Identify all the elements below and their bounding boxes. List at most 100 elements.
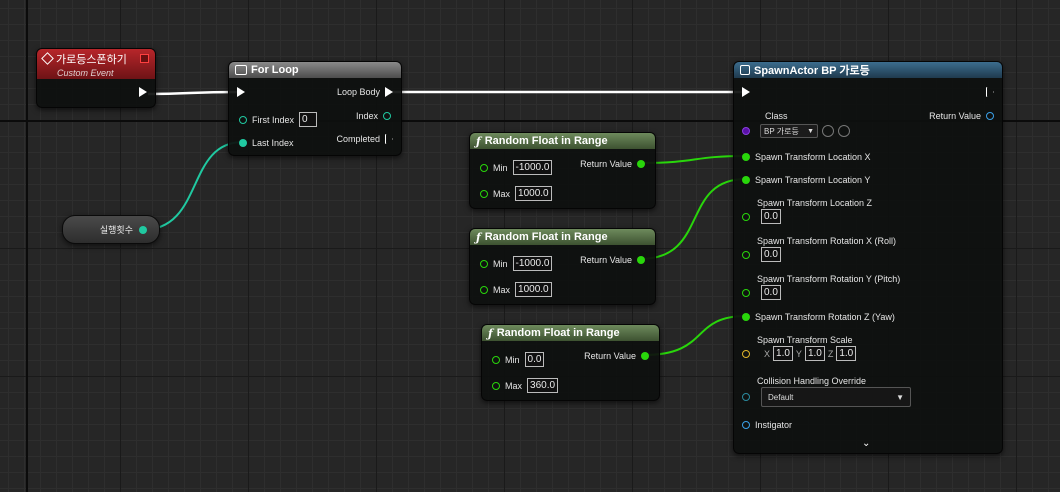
min-pin[interactable]: Min -1000.0 [480,160,553,175]
float-pin-icon[interactable] [742,153,750,161]
float-pin-icon[interactable] [492,355,500,364]
max-pin[interactable]: Max 360.0 [492,378,559,393]
object-pin-icon[interactable] [986,112,994,120]
event-exec-out[interactable] [139,87,147,97]
class-pin-icon[interactable] [742,127,750,135]
float-pin-icon[interactable] [742,313,750,321]
min-input[interactable]: -1000.0 [512,256,553,271]
min-input[interactable]: -1000.0 [512,160,553,175]
scale-pin[interactable]: Spawn Transform Scale X 1.0 Y 1.0 Z 1.0 [742,335,858,361]
last-index-pin[interactable]: Last Index [239,138,299,148]
exec-out-pin-icon[interactable] [385,87,393,97]
int-pin-icon[interactable] [239,115,247,124]
scale-z-input[interactable]: 1.0 [836,346,857,361]
max-input[interactable]: 360.0 [527,378,559,393]
float-pin-icon[interactable] [742,212,750,221]
exec-in-pin-icon[interactable] [237,87,245,97]
max-label: Max [493,188,511,199]
spawn-exec-out[interactable] [986,87,994,97]
chevron-down-icon: ▼ [807,127,814,135]
return-value-pin[interactable]: Return Value [575,159,645,169]
max-input[interactable]: 1000.0 [515,282,552,297]
float-pin-icon[interactable] [480,259,488,268]
macro-icon [235,65,247,75]
exec-out-pin-icon[interactable] [139,87,147,97]
return-value-pin[interactable]: Return Value [924,111,994,121]
spawn-icon [740,65,750,75]
random-float-node-1[interactable]: ƒ Random Float in Range Min -1000.0 Max … [469,132,656,209]
float-pin-icon[interactable] [480,285,488,294]
event-diamond-icon [41,52,54,65]
exec-in-pin-icon[interactable] [742,87,750,97]
spawn-actor-node[interactable]: SpawnActor BP 가로등 Class BP 가로등 ▼ Return … [733,61,1003,454]
return-value-label: Return Value [580,255,632,265]
browse-icon[interactable] [822,125,834,137]
completed-pin[interactable]: Completed [331,134,393,144]
first-index-input[interactable]: 0 [299,112,318,127]
event-delegate-icon[interactable] [140,54,149,63]
random-float-title: Random Float in Range [496,327,620,339]
rot-y-input[interactable]: 0.0 [761,285,781,300]
random-float-node-3[interactable]: ƒ Random Float in Range Min 0.0 Max 360.… [481,324,660,401]
max-input[interactable]: 1000.0 [515,186,552,201]
return-value-label: Return Value [584,351,636,361]
class-value-row[interactable]: BP 가로등 ▼ [742,124,850,138]
exec-out-hollow-icon[interactable] [986,87,994,97]
spawn-exec-in[interactable] [742,87,750,97]
loop-body-pin[interactable]: Loop Body [332,87,393,97]
float-pin-icon[interactable] [742,176,750,184]
min-pin[interactable]: Min 0.0 [492,352,545,367]
collision-dropdown[interactable]: Default ▼ [761,387,911,407]
loc-y-pin[interactable]: Spawn Transform Location Y [742,175,875,185]
collision-pin[interactable]: Collision Handling Override Default ▼ [742,376,911,407]
for-loop-exec-in[interactable] [237,87,245,97]
min-pin[interactable]: Min -1000.0 [480,256,553,271]
scale-label: Spawn Transform Scale [757,335,853,345]
instigator-pin[interactable]: Instigator [742,420,797,430]
return-value-pin[interactable]: Return Value [575,255,645,265]
grid-origin-horizontal [0,120,1060,122]
rot-z-pin[interactable]: Spawn Transform Rotation Z (Yaw) [742,312,900,322]
vector-pin-icon[interactable] [742,349,750,358]
class-pin[interactable]: Class [742,111,793,121]
float-wire-random2-to-loc-y [639,178,747,260]
object-pin-icon[interactable] [742,421,750,429]
search-icon[interactable] [838,125,850,137]
class-value: BP 가로등 [764,126,799,136]
variable-node[interactable]: 실행횟수 [62,215,160,244]
int-pin-icon[interactable] [239,139,247,147]
random-float-title: Random Float in Range [484,135,608,147]
float-pin-icon[interactable] [492,381,500,390]
expand-chevron-icon[interactable]: ⌄ [862,438,871,449]
rot-x-pin[interactable]: Spawn Transform Rotation X (Roll) 0.0 [742,236,901,262]
exec-out-hollow-icon[interactable] [385,134,393,144]
float-pin-icon[interactable] [480,163,488,172]
float-pin-icon[interactable] [742,288,750,297]
int-pin-icon[interactable] [139,225,147,234]
float-pin-icon[interactable] [742,250,750,259]
rot-y-pin[interactable]: Spawn Transform Rotation Y (Pitch) 0.0 [742,274,905,300]
custom-event-node[interactable]: 가로등스폰하기 Custom Event [36,48,156,108]
float-pin-icon[interactable] [637,256,645,264]
for-loop-node[interactable]: For Loop First Index 0 Last Index Loop B… [228,61,402,156]
max-pin[interactable]: Max 1000.0 [480,186,552,201]
loc-z-pin[interactable]: Spawn Transform Location Z 0.0 [742,198,877,224]
max-pin[interactable]: Max 1000.0 [480,282,552,297]
random-float-node-2[interactable]: ƒ Random Float in Range Min -1000.0 Max … [469,228,656,305]
return-value-pin[interactable]: Return Value [579,351,649,361]
loc-x-pin[interactable]: Spawn Transform Location X [742,152,876,162]
rot-x-input[interactable]: 0.0 [761,247,781,262]
min-input[interactable]: 0.0 [524,352,545,367]
index-pin[interactable]: Index [351,111,391,121]
int-pin-icon[interactable] [383,112,391,120]
loc-z-input[interactable]: 0.0 [761,209,781,224]
float-pin-icon[interactable] [480,189,488,198]
class-dropdown[interactable]: BP 가로등 ▼ [760,124,818,138]
scale-x-input[interactable]: 1.0 [773,346,793,361]
scale-y-input[interactable]: 1.0 [804,346,825,361]
float-pin-icon[interactable] [641,352,649,360]
float-pin-icon[interactable] [637,160,645,168]
first-index-pin[interactable]: First Index 0 [239,112,318,127]
enum-pin-icon[interactable] [742,393,750,401]
